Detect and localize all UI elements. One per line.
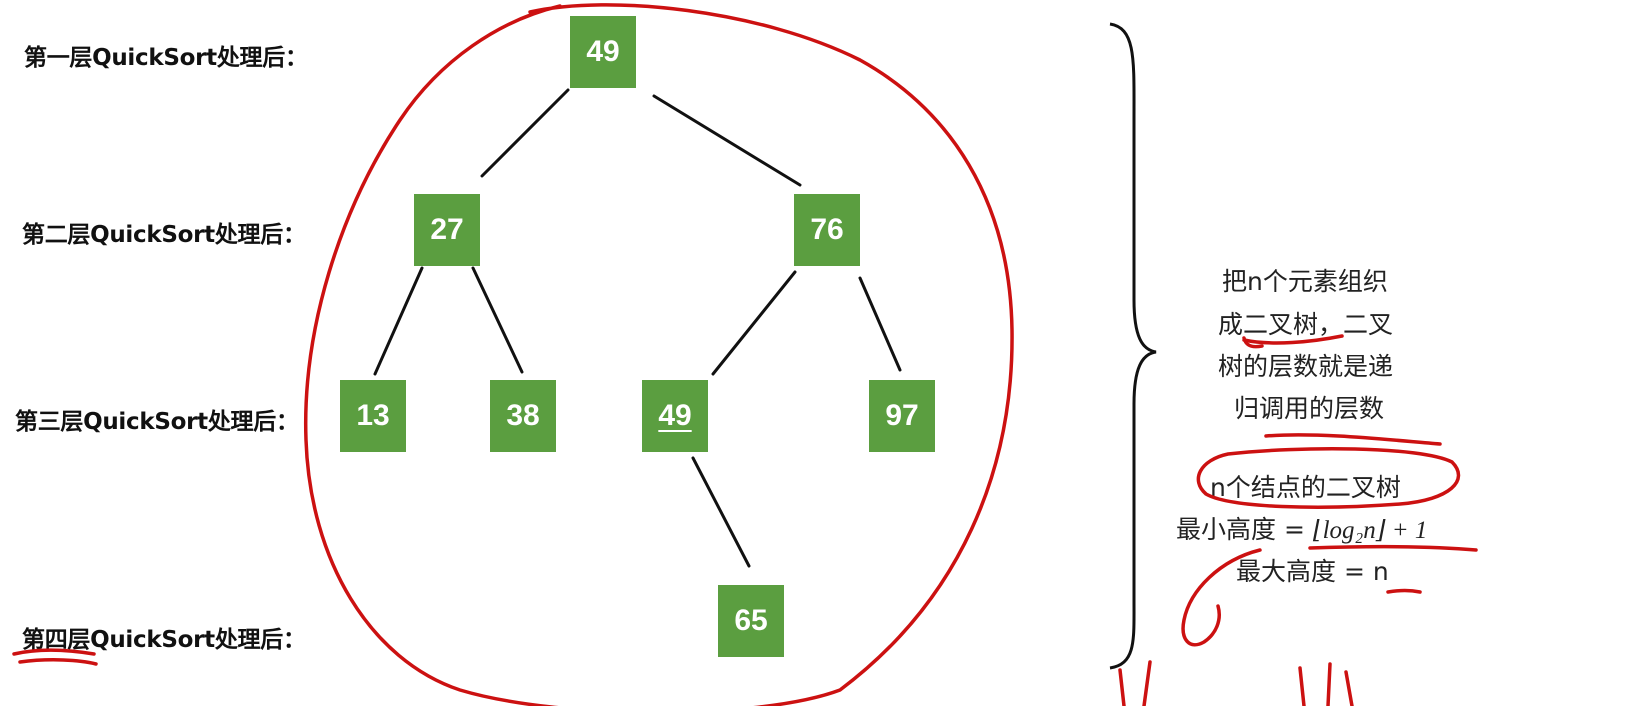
node-value: 97 [885,399,919,432]
node-value: 49 [658,399,692,432]
tree-node-left-right: 38 [490,380,556,452]
edge-l-ll [373,266,424,376]
note-line-4: 归调用的层数 [1234,394,1385,423]
tree-node-right-left-right: 65 [718,585,784,657]
edge-r-rl [711,270,797,376]
edge-root-r [652,94,802,187]
level-label-3: 第三层QuickSort处理后： [15,409,299,435]
tree-node-right: 76 [794,194,860,266]
note-line-3: 树的层数就是递 [1218,352,1394,381]
tree-node-left-left: 13 [340,380,406,452]
tree-node-root: 49 [570,16,636,88]
note-line-2-underlined: 二叉树 [1243,310,1319,339]
tree-node-right-left: 49 [642,380,708,452]
level-label-4: 第四层QuickSort处理后： [22,627,306,653]
node-value: 27 [430,213,464,246]
edge-rl-rlr [691,456,751,568]
max-height-value: n [1372,557,1389,586]
min-height-row: 最小高度 = ⌊log₂n⌋ + 1 [1176,510,1427,546]
level-label-2: 第二层QuickSort处理后： [22,222,306,248]
note-line-1: 把n个元素组织 [1222,267,1388,296]
min-height-formula: ⌊log₂n⌋ + 1 [1312,517,1428,544]
max-height-label: 最大高度 = [1236,557,1365,586]
note-line-2: 成二叉树，二叉 [1218,305,1393,341]
min-height-label: 最小高度 = [1176,515,1305,544]
tree-node-right-right: 97 [869,380,935,452]
edge-l-lr [471,266,524,374]
curly-brace [1109,22,1157,670]
max-height-row: 最大高度 = n [1236,552,1389,588]
node-value: 13 [356,399,390,432]
node-value: 49 [586,35,620,68]
tree-node-left: 27 [414,194,480,266]
edge-r-rr [858,276,902,372]
node-value: 76 [810,213,844,246]
edge-root-l [480,88,570,178]
note-line-2-suffix: ，二叉 [1318,310,1394,339]
node-value: 38 [506,399,540,432]
note-line-2-prefix: 成 [1218,310,1244,339]
note-heading: n个结点的二叉树 [1210,473,1401,502]
node-value: 65 [734,604,768,637]
level-label-1: 第一层QuickSort处理后： [24,45,308,71]
